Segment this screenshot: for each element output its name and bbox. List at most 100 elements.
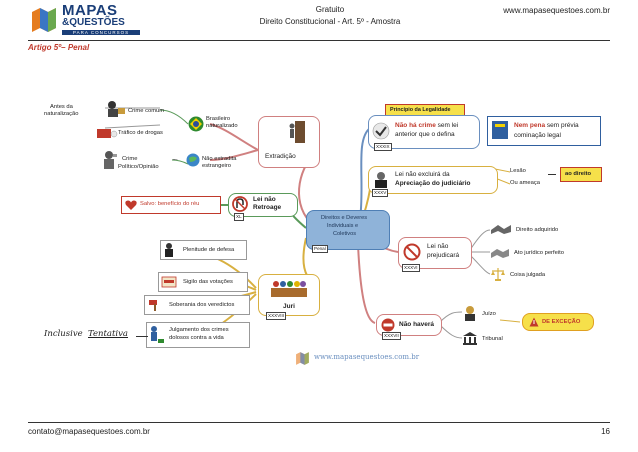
section-title: Artigo 5º– Penal [28,43,90,52]
plenitude-label: Plenitude de defesa [183,247,235,253]
center-node[interactable]: Direitos e Deveres Individuais e Coletiv… [306,210,390,250]
lawyer-icon [165,243,173,257]
direito-connector [548,174,556,175]
drugs-icon [97,129,118,138]
soberania-box: Soberania dos veredictos [144,295,250,315]
no-u-turn-icon [232,196,248,212]
logo-bottom-text: &QUESTÕES [62,17,125,28]
globe-icon [186,153,200,167]
tilde-symbol: ~ [172,155,178,166]
footer-page-number: 16 [601,427,610,436]
warning-icon [529,317,539,327]
nao-havera-node[interactable]: Não haverá [376,314,442,336]
brazil-flag-icon [188,116,204,132]
direito-adquirido-label: Direito adquirido [516,227,559,233]
nao-havera-title: Não haverá [399,321,435,328]
inclusive-label: Inclusive [44,329,83,339]
lei-retroage-line-2: Retroage [253,204,282,211]
principio-label: Princípio da Legalidade [390,106,451,113]
logo-top-text: MAPAS [62,2,118,19]
heart-icon [125,200,137,210]
direito-badge: ao direito [560,167,602,182]
handshake-icon [491,225,511,234]
judge-person-icon [465,306,475,321]
brasileiro-label: Brasileiro [206,116,231,122]
apreciacao-line-2: Apreciação do judiciário [395,180,471,187]
ameaca-label: Ou ameaça [510,180,540,186]
center-line-1: Direitos e Deveres [321,215,368,221]
logo-map-icon [32,8,56,32]
watermark-url: www.mapasequestoes.com.br [314,353,420,361]
juri-node[interactable]: Juri [258,274,320,316]
header-divider [28,40,610,41]
naturalizado-label: naturalizado [206,123,238,129]
julgamento-box: Julgamento dos crimes dolosos contra a v… [146,322,250,348]
header-site-link[interactable]: www.mapasequestoes.com.br [503,6,610,15]
sigilo-box: Sigilo das votações [158,272,248,292]
center-line-2: Individuais e [327,223,359,229]
salvo-label: Salvo: benefício do réu [140,201,200,207]
nao-extradita-label: Não extradita [202,156,237,162]
courthouse-icon [463,332,477,345]
header-gratuito: Gratuito [315,5,345,14]
cominacao-text: cominação legal [514,132,561,139]
anterior-text: anterior que o defina [395,131,455,138]
speaker-icon [104,151,117,169]
logo: MAPAS &QUESTÕES PARA CONCURSOS [30,2,150,40]
coisa-julgada-label: Coisa julgada [510,272,546,278]
center-tag: Penal [312,245,328,253]
crime-label: Crime [122,156,138,162]
prejudicara-line-2: prejudicará [427,252,460,259]
extradicao-node[interactable]: Extradição [258,116,320,168]
prejudicara-line-1: Lei não [427,243,449,250]
soberania-label: Soberania dos veredictos [169,302,235,308]
excecao-badge: DE EXCEÇÃO [522,313,594,331]
sigilo-label: Sigilo das votações [183,279,233,285]
footer-divider [28,422,610,423]
door-exit-icon [289,121,305,143]
nem-pena-text: Nem pena [514,122,546,129]
juizo-label: Juízo [482,311,496,317]
ato-juridico-label: Ato jurídico perfeito [514,250,564,256]
checkmark-icon [372,122,390,140]
judge-icon [375,172,387,188]
juri-title: Juri [283,303,295,310]
apreciacao-node[interactable]: Lei não excluirá da Apreciação do judici… [368,166,498,194]
naturalizacao-label: naturalização [44,111,79,117]
excecao-label: DE EXCEÇÃO [542,318,581,325]
hammer-icon [149,300,157,311]
tentativa-label: Tentativa [88,329,129,339]
watermark-logo-icon [296,352,309,365]
footer-email-link[interactable]: contato@mapasequestoes.com.br [28,427,150,436]
juri-tag: XXXVIII [266,312,287,320]
julgamento-line-2: dolosos contra a vida [169,335,224,341]
tentativa-connector [136,336,148,337]
lei-retroage-tag: XL [234,213,244,221]
prejudicara-tag: XXXVI [402,264,420,272]
lei-retroage-line-1: Lei não [253,196,276,203]
salvo-box: Salvo: benefício do réu [121,196,221,214]
sem-previa-text: sem prévia [545,122,579,129]
prejudicara-node[interactable]: Lei não prejudicará [398,237,472,269]
tribunal-label: Tribunal [482,336,503,342]
header-subtitle: Direito Constitucional - Art. 5º - Amost… [259,17,401,26]
prohibited-icon [403,243,421,261]
trafico-label: Tráfico de drogas [118,130,163,136]
thief-icon [108,101,125,117]
handshake-deal-icon [491,249,509,258]
center-line-3: Coletivos [333,231,357,237]
no-entry-icon [381,318,395,332]
jury-icon [271,281,307,297]
apreciacao-line-1: Lei não excluirá da [395,171,450,178]
crime-scene-icon [151,326,164,343]
nem-pena-box: Nem pena sem prévia cominação legal [487,116,601,146]
law-book-icon [492,121,508,139]
lesao-label: Lesão [510,168,526,174]
extradicao-title: Extradição [265,153,296,160]
politico-label: Político/Opinião [118,164,159,170]
secret-icon [161,276,177,288]
nao-havera-tag: XXXVII [382,332,401,340]
legalidade-tag: XXXIX [374,143,392,151]
crime-comum-label: Crime comum [128,108,165,114]
apreciacao-tag: XXXV [372,189,389,197]
